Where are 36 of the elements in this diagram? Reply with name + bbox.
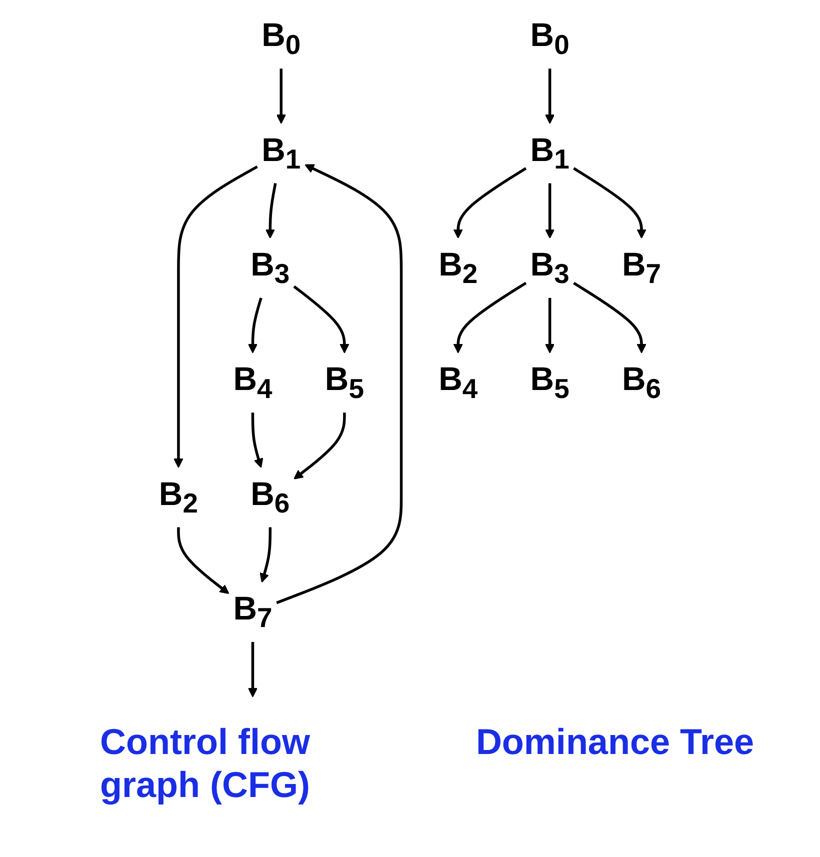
- arrow: [177, 527, 230, 594]
- arrow: [453, 167, 527, 239]
- arrow: [251, 412, 264, 468]
- block-label: B$_{4}$: [438, 362, 478, 404]
- block-label: B$_{2}$: [438, 246, 478, 290]
- arrow: [453, 282, 527, 354]
- arrow: [293, 285, 350, 354]
- block-label: B$_{6}$: [622, 362, 662, 404]
- arrow: [545, 68, 555, 124]
- arrow: [545, 298, 555, 354]
- caption-text: Control flow graph (CFG): [99, 720, 311, 806]
- block-label: B$_{0}$: [262, 18, 301, 60]
- caption-text: Dominance Tree: [474, 720, 756, 764]
- arrow: [248, 642, 258, 698]
- block-label: B$_{2}$: [158, 476, 198, 520]
- arrow: [276, 164, 403, 604]
- block-label: B$_{5}$: [530, 362, 570, 404]
- block-label: B$_{0}$: [530, 18, 570, 60]
- block-label: B$_{3}$: [250, 246, 290, 290]
- block-label: B$_{1}$: [262, 132, 301, 176]
- block-label: B$_{5}$: [324, 362, 364, 404]
- arrow: [248, 298, 262, 354]
- block-label: B$_{4}$: [233, 362, 272, 404]
- block-label: B$_{3}$: [530, 246, 570, 290]
- arrow: [276, 68, 286, 124]
- block-label: B$_{7}$: [622, 246, 662, 290]
- block-label: B$_{1}$: [530, 132, 570, 176]
- block-label: B$_{6}$: [250, 476, 290, 520]
- arrow: [260, 527, 272, 583]
- arrow: [573, 167, 646, 239]
- arrow: [573, 282, 646, 354]
- arrow: [545, 183, 555, 239]
- arrow: [174, 166, 258, 468]
- block-label: B$_{7}$: [233, 590, 272, 634]
- arrow: [265, 183, 277, 239]
- arrow: [294, 412, 346, 480]
